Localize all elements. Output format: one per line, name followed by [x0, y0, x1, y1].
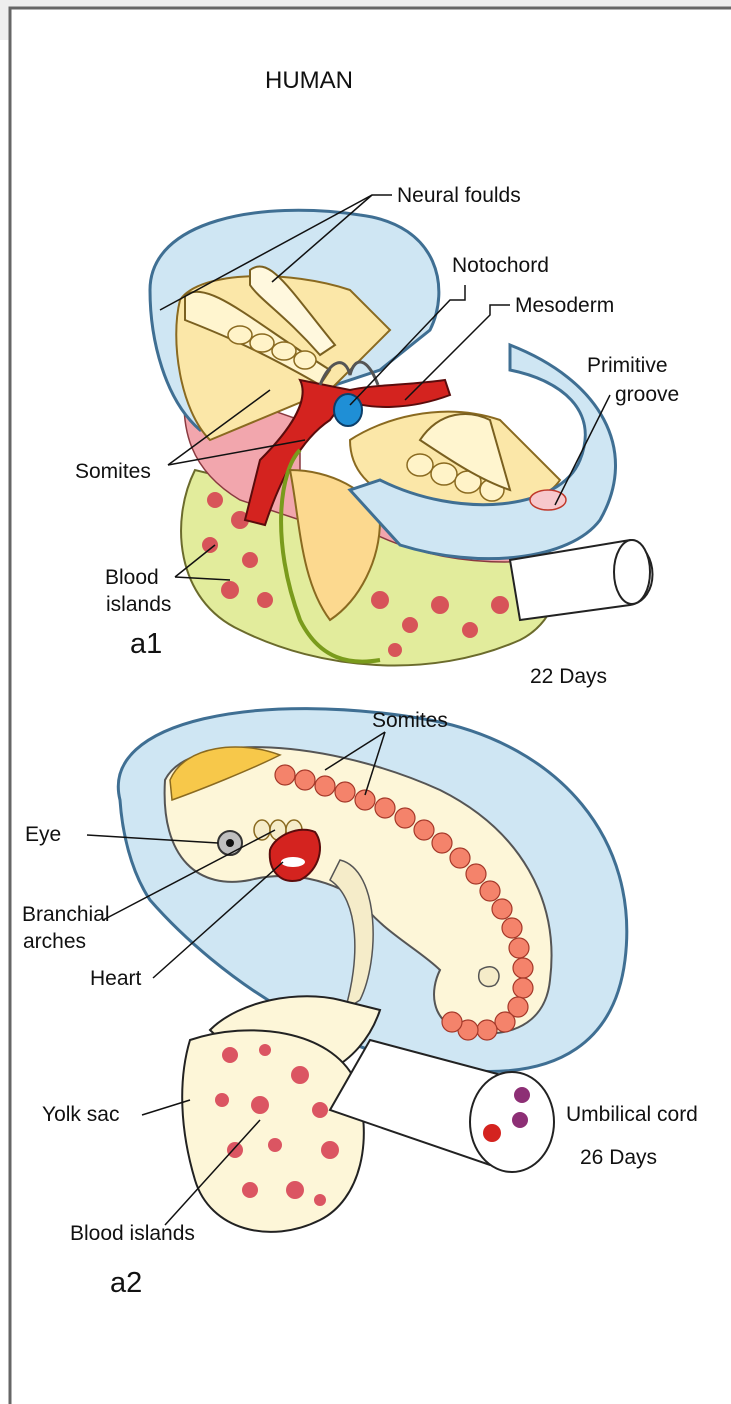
label-blood-islands-a2: Blood islands — [70, 1222, 195, 1245]
label-islands: islands — [106, 593, 171, 616]
age-22-days: 22 Days — [530, 665, 607, 688]
label-yolk-sac: Yolk sac — [42, 1103, 119, 1126]
a2-cord-vein — [483, 1124, 501, 1142]
label-neural-folds: Neural foulds — [397, 184, 521, 207]
a2-cord-artery-1 — [514, 1087, 530, 1103]
age-26-days: 26 Days — [580, 1146, 657, 1169]
a2-cord-artery-2 — [512, 1112, 528, 1128]
a2-limb-bud — [479, 967, 499, 987]
label-notochord: Notochord — [452, 254, 549, 277]
a1-stalk-end — [614, 540, 650, 604]
label-somites-a1: Somites — [75, 460, 151, 483]
a2-cord-end — [470, 1072, 554, 1172]
label-eye: Eye — [25, 823, 61, 846]
label-mesoderm: Mesoderm — [515, 294, 614, 317]
label-arches: arches — [23, 930, 86, 953]
label-umbilical-cord: Umbilical cord — [566, 1103, 698, 1126]
label-branchial: Branchial — [22, 903, 110, 926]
a1-notochord — [334, 394, 362, 426]
label-blood: Blood — [105, 566, 159, 589]
label-heart: Heart — [90, 967, 142, 990]
a2-eye-pupil — [226, 839, 234, 847]
label-somites-a2: Somites — [372, 709, 448, 732]
panel-label-a1: a1 — [130, 628, 162, 660]
a2-yolk-sac — [182, 1030, 364, 1232]
a2-heart-highlight — [281, 857, 305, 867]
diagram-title: HUMAN — [265, 67, 353, 94]
label-primitive: Primitive — [587, 354, 668, 377]
panel-label-a2: a2 — [110, 1267, 142, 1299]
label-groove: groove — [615, 383, 679, 406]
